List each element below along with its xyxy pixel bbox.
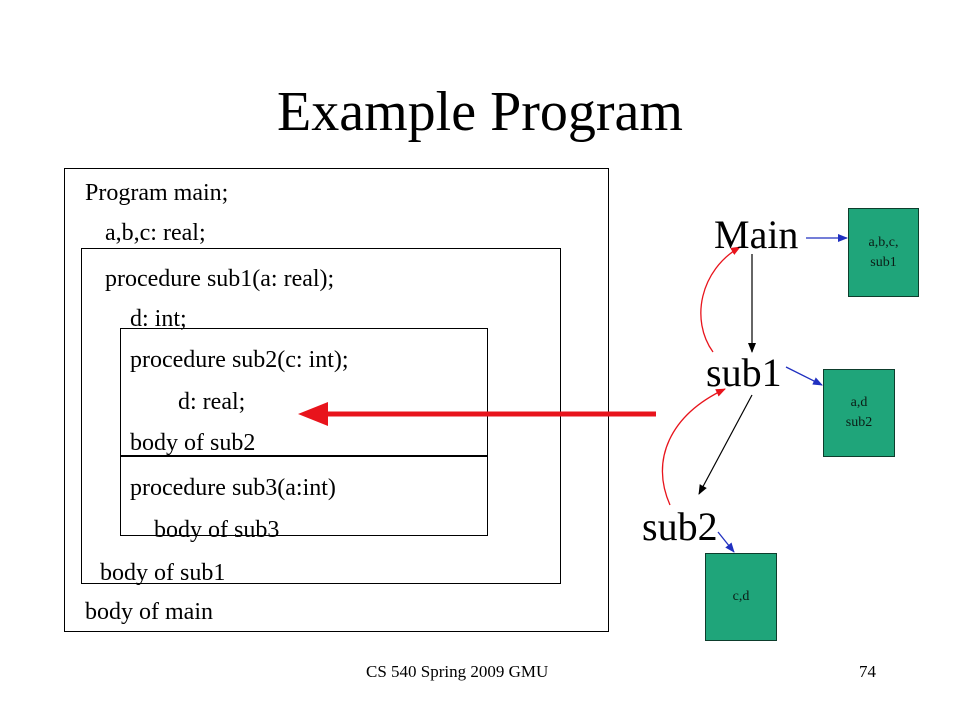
code-line-main-vars: a,b,c: real; (105, 220, 206, 246)
footer-course: CS 540 Spring 2009 GMU (366, 662, 549, 681)
frame-sub2: c,d (705, 553, 777, 641)
sub2-scope-box (120, 328, 488, 456)
sub3-scope-box (120, 456, 488, 536)
frame-main: a,b,c, sub1 (848, 208, 919, 297)
frame-sub1-line-1: a,d (850, 395, 868, 410)
code-line-proc-sub1: procedure sub1(a: real); (105, 266, 335, 292)
arrow-sub1-to-sub2 (698, 394, 753, 495)
node-sub1: sub1 (706, 350, 782, 395)
code-line-body-sub2: body of sub2 (130, 430, 256, 456)
code-line-body-main: body of main (85, 599, 213, 625)
code-line-sub1-vars: d: int; (130, 306, 187, 332)
frame-sub1-line-2: sub2 (845, 415, 873, 430)
slide-title: Example Program (277, 81, 683, 143)
node-main: Main (714, 212, 799, 257)
pointer-sub1-frame (785, 366, 823, 386)
code-line-proc-sub3: procedure sub3(a:int) (130, 475, 336, 501)
frame-main-line-1: a,b,c, (868, 234, 899, 250)
node-sub2: sub2 (642, 504, 718, 549)
pointer-sub2-frame (717, 531, 735, 553)
code-line-sub2-vars: d: real; (178, 389, 246, 415)
frame-sub2-line-1: c,d (732, 589, 750, 604)
code-line-program-main: Program main; (85, 180, 229, 206)
static-link-sub1-to-main (700, 246, 741, 353)
static-link-sub2-to-sub1 (661, 388, 726, 506)
frame-sub1: a,d sub2 (823, 369, 895, 457)
code-line-body-sub3: body of sub3 (154, 517, 280, 543)
big-red-arrow-head (298, 402, 328, 426)
frame-main-line-2: sub1 (870, 254, 897, 270)
code-line-body-sub1: body of sub1 (100, 560, 226, 586)
code-line-proc-sub2: procedure sub2(c: int); (130, 347, 349, 373)
footer-page-number: 74 (859, 662, 876, 681)
main-scope-box (64, 168, 609, 632)
